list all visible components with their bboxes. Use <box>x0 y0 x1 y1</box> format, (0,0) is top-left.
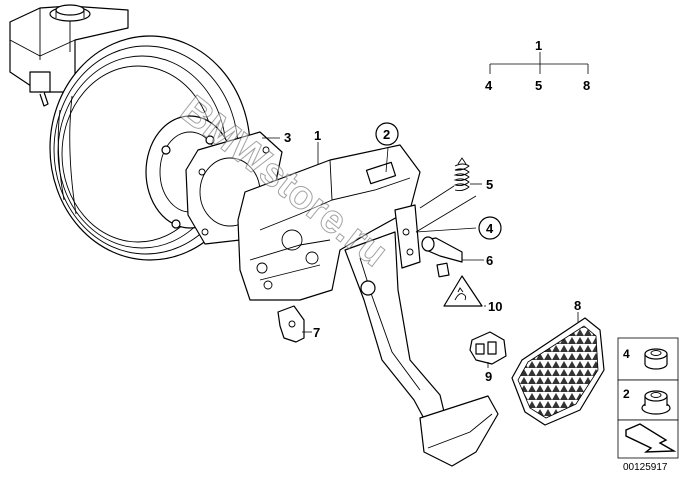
callout-5: 5 <box>486 177 493 192</box>
pedal-bracket-icon <box>237 144 421 301</box>
callout-4: 4 <box>486 221 494 236</box>
document-number: 00125917 <box>623 462 668 473</box>
callout-9: 9 <box>485 369 492 384</box>
collar-nut-icon <box>644 348 668 370</box>
legend-label-4: 4 <box>623 347 630 361</box>
pin-bolt-icon <box>421 236 463 278</box>
clip-part-icon <box>277 305 305 343</box>
arrow-icon <box>625 423 677 453</box>
brake-light-switch-icon <box>469 331 507 365</box>
callout-circle <box>478 216 502 240</box>
callout-10: 10 <box>488 299 502 314</box>
brake-pedal-arm-icon <box>344 204 499 467</box>
callout-7: 7 <box>313 325 320 340</box>
tree-root-label: 1 <box>535 38 542 53</box>
legend-panel: 4 2 00125917 <box>617 337 679 473</box>
tree-child-label: 5 <box>535 78 542 93</box>
callout-2: 2 <box>383 127 390 142</box>
tree-child-label: 4 <box>485 78 493 93</box>
callout-3: 3 <box>284 130 291 145</box>
callout-1: 1 <box>314 128 321 143</box>
warning-triangle-icon <box>443 275 483 307</box>
callout-6: 6 <box>486 253 493 268</box>
tree-child-label: 8 <box>583 78 590 93</box>
parts-tree: 1 4 5 8 <box>485 38 590 93</box>
return-spring-icon <box>453 157 470 192</box>
callout-circle <box>375 122 399 146</box>
pedal-pad-rubber-icon <box>511 317 605 426</box>
callout-labels: 1 2 3 4 5 6 7 8 9 10 <box>284 122 581 384</box>
leader-lines <box>262 52 589 368</box>
legend-label-2: 2 <box>623 387 630 401</box>
callout-8: 8 <box>574 298 581 313</box>
flange-nut-icon <box>641 390 671 415</box>
